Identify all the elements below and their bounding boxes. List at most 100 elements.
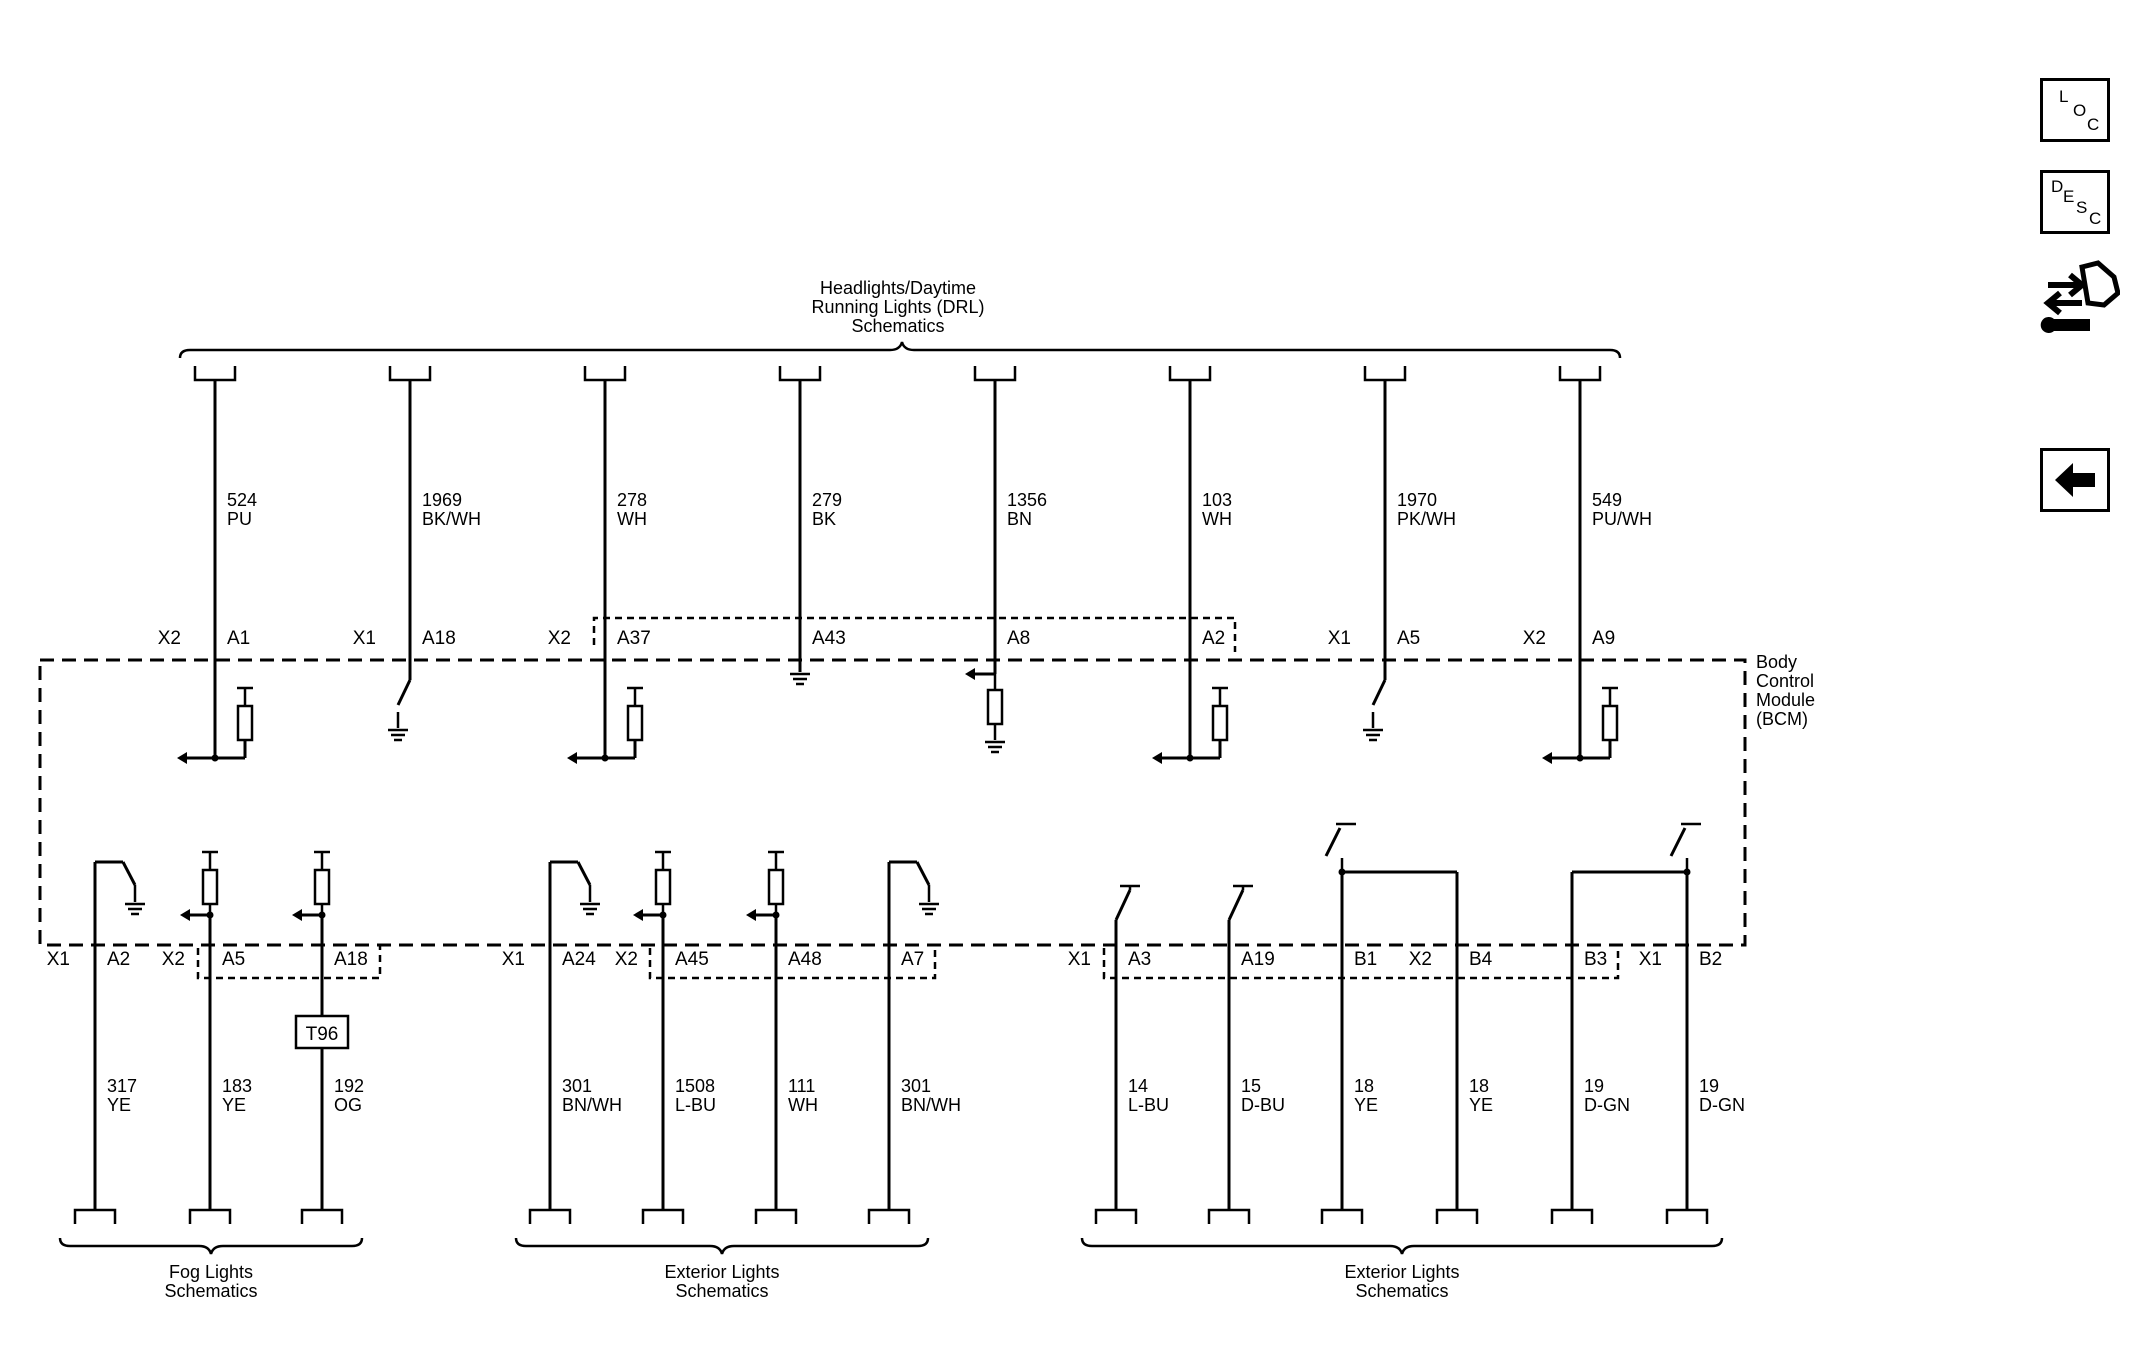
desc-icon[interactable]: D E S C bbox=[2040, 170, 2110, 234]
signal-arrow bbox=[633, 909, 643, 921]
wire-color: BN/WH bbox=[562, 1095, 622, 1115]
connector-label: X2 bbox=[162, 949, 185, 970]
signal-arrow bbox=[965, 668, 975, 680]
splice-box bbox=[294, 1014, 350, 1050]
bcm-label: (BCM) bbox=[1756, 709, 1808, 729]
harness-connector bbox=[973, 366, 1017, 382]
loc-icon[interactable]: L O C bbox=[2040, 78, 2110, 142]
wire-color: L-BU bbox=[675, 1095, 716, 1115]
connector-label: X2 bbox=[158, 628, 181, 649]
exterior-lights-title: Exterior Lights bbox=[1344, 1262, 1459, 1282]
splice-dot bbox=[318, 911, 326, 919]
desc-letter-e: E bbox=[2063, 187, 2075, 206]
wire-color: PK/WH bbox=[1397, 509, 1456, 529]
signal-arrow bbox=[177, 752, 187, 764]
wire-color: PU bbox=[227, 509, 252, 529]
harness-connector bbox=[1363, 366, 1407, 382]
connector-repair-icon[interactable] bbox=[2040, 255, 2120, 335]
wire-color: BK bbox=[812, 509, 836, 529]
harness-connector bbox=[754, 1208, 798, 1224]
signal-arrow bbox=[292, 909, 302, 921]
pullup-resistor bbox=[767, 868, 785, 906]
connector-label: X1 bbox=[1068, 949, 1091, 970]
wire-color: D-BU bbox=[1241, 1095, 1285, 1115]
exterior-lights-title: Schematics bbox=[675, 1281, 768, 1301]
circuit-number: 524 bbox=[227, 490, 257, 510]
exterior-brace bbox=[514, 1237, 930, 1255]
headlights-title: Running Lights (DRL) bbox=[811, 297, 984, 317]
circuit-number: 18 bbox=[1469, 1076, 1489, 1096]
top-brace bbox=[178, 341, 1622, 359]
wire-color: BN bbox=[1007, 509, 1032, 529]
signal-arrow bbox=[1152, 752, 1162, 764]
pin-label: B4 bbox=[1469, 949, 1493, 970]
pin-label: A5 bbox=[1397, 628, 1420, 649]
harness-connector bbox=[300, 1208, 344, 1224]
back-button[interactable] bbox=[2040, 448, 2110, 512]
harness-connector bbox=[641, 1208, 685, 1224]
headlights-title: Headlights/Daytime bbox=[820, 278, 976, 298]
circuit-number: 103 bbox=[1202, 490, 1232, 510]
pin-label: A3 bbox=[1128, 949, 1151, 970]
switch-contact bbox=[396, 679, 412, 706]
circuit-number: 15 bbox=[1241, 1076, 1261, 1096]
connector-x2-group bbox=[196, 945, 382, 980]
pin-label: A18 bbox=[422, 628, 456, 649]
connector-x1-group bbox=[1102, 945, 1620, 980]
pin-label: A43 bbox=[812, 628, 846, 649]
connector-label: X1 bbox=[1328, 628, 1351, 649]
splice-dot bbox=[659, 911, 667, 919]
harness-connector bbox=[1094, 1208, 1138, 1224]
circuit-number: 183 bbox=[222, 1076, 252, 1096]
pullup-resistor bbox=[313, 868, 331, 906]
splice-dot bbox=[772, 911, 780, 919]
harness-connector bbox=[583, 366, 627, 382]
connector-label: X2 bbox=[615, 949, 638, 970]
bcm-label: Control bbox=[1756, 671, 1814, 691]
pullup-resistor bbox=[654, 868, 672, 906]
switch-contact bbox=[1114, 889, 1132, 921]
pin-label: A5 bbox=[222, 949, 245, 970]
circuit-number: 1969 bbox=[422, 490, 462, 510]
switch-contact bbox=[1324, 827, 1342, 857]
wire-color: D-GN bbox=[1699, 1095, 1745, 1115]
harness-connector bbox=[867, 1208, 911, 1224]
connector-label: X1 bbox=[502, 949, 525, 970]
wire-color: YE bbox=[107, 1095, 131, 1115]
bcm-label: Body bbox=[1756, 652, 1797, 672]
pin-label: A8 bbox=[1007, 628, 1030, 649]
harness-connector bbox=[188, 1208, 232, 1224]
fog-lights-title: Schematics bbox=[164, 1281, 257, 1301]
pin-label: A45 bbox=[675, 949, 709, 970]
splice-dot bbox=[1576, 754, 1584, 762]
connector-label: X2 bbox=[548, 628, 571, 649]
pulldown-resistor bbox=[986, 688, 1004, 726]
wire-color: L-BU bbox=[1128, 1095, 1169, 1115]
connector-label: X1 bbox=[1639, 949, 1662, 970]
wire-color: OG bbox=[334, 1095, 362, 1115]
circuit-number: 279 bbox=[812, 490, 842, 510]
connector-x2-group bbox=[648, 945, 937, 980]
circuit-number: 301 bbox=[562, 1076, 592, 1096]
wire-color: YE bbox=[1469, 1095, 1493, 1115]
circuit-number: 1508 bbox=[675, 1076, 715, 1096]
connector-label: X2 bbox=[1523, 628, 1546, 649]
circuit-number: 317 bbox=[107, 1076, 137, 1096]
switch-contact bbox=[1227, 889, 1245, 921]
circuit-number: 549 bbox=[1592, 490, 1622, 510]
pin-label: A18 bbox=[334, 949, 368, 970]
wire-color: D-GN bbox=[1584, 1095, 1630, 1115]
circuit-number: 278 bbox=[617, 490, 647, 510]
harness-connector bbox=[1320, 1208, 1364, 1224]
circuit-number: 1970 bbox=[1397, 490, 1437, 510]
wire-color: WH bbox=[788, 1095, 818, 1115]
circuit-number: 14 bbox=[1128, 1076, 1148, 1096]
signal-arrow bbox=[1542, 752, 1552, 764]
switch-contact bbox=[576, 861, 592, 886]
wire-color: BN/WH bbox=[901, 1095, 961, 1115]
wire-color: WH bbox=[617, 509, 647, 529]
signal-arrow bbox=[746, 909, 756, 921]
switch-contact bbox=[1669, 827, 1687, 857]
pullup-resistor bbox=[1601, 704, 1619, 742]
